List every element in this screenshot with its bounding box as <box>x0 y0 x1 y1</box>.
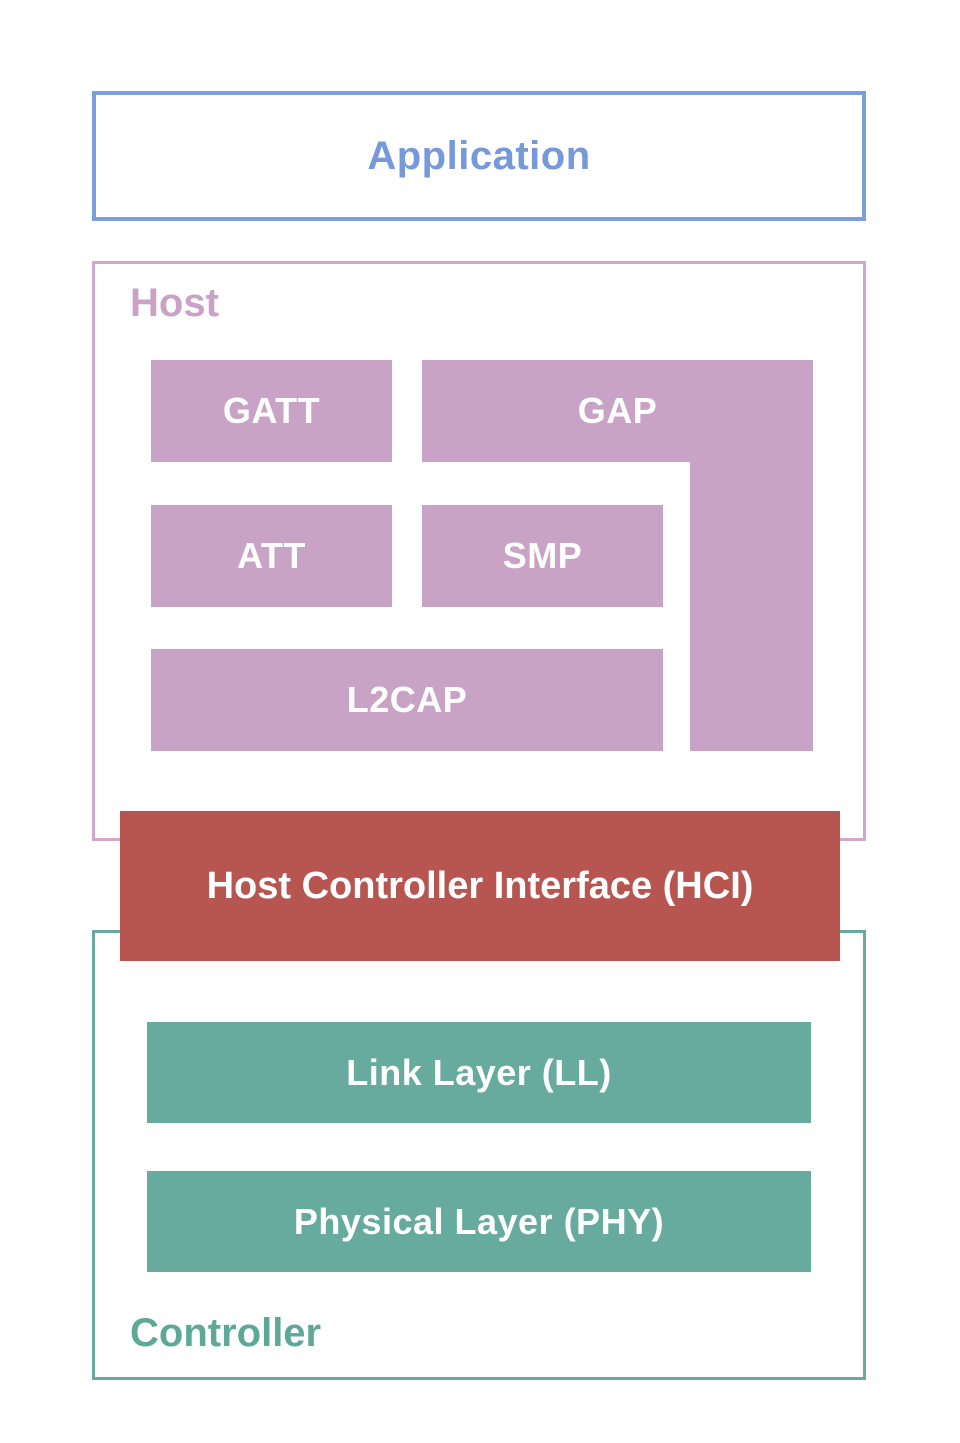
gap-label: GAP <box>577 390 658 431</box>
physical-layer-block: Physical Layer (PHY) <box>147 1171 811 1272</box>
hci-label: Host Controller Interface (HCI) <box>206 864 754 907</box>
smp-block: SMP <box>422 505 663 607</box>
gap-block-arm <box>690 460 813 751</box>
host-label: Host <box>130 281 219 325</box>
hci-block: Host Controller Interface (HCI) <box>120 811 840 961</box>
gap-block: GAP <box>422 360 813 462</box>
link-layer-block: Link Layer (LL) <box>147 1022 811 1123</box>
smp-label: SMP <box>502 535 583 576</box>
gatt-block: GATT <box>151 360 392 462</box>
l2cap-block: L2CAP <box>151 649 663 751</box>
l2cap-label: L2CAP <box>346 679 468 720</box>
application-label: Application <box>367 133 591 178</box>
controller-label: Controller <box>130 1311 322 1355</box>
att-label: ATT <box>237 535 306 576</box>
physical-layer-label: Physical Layer (PHY) <box>293 1200 665 1242</box>
att-block: ATT <box>151 505 392 607</box>
link-layer-label: Link Layer (LL) <box>346 1051 612 1093</box>
gatt-label: GATT <box>222 390 321 431</box>
application-box: Application <box>92 91 866 221</box>
